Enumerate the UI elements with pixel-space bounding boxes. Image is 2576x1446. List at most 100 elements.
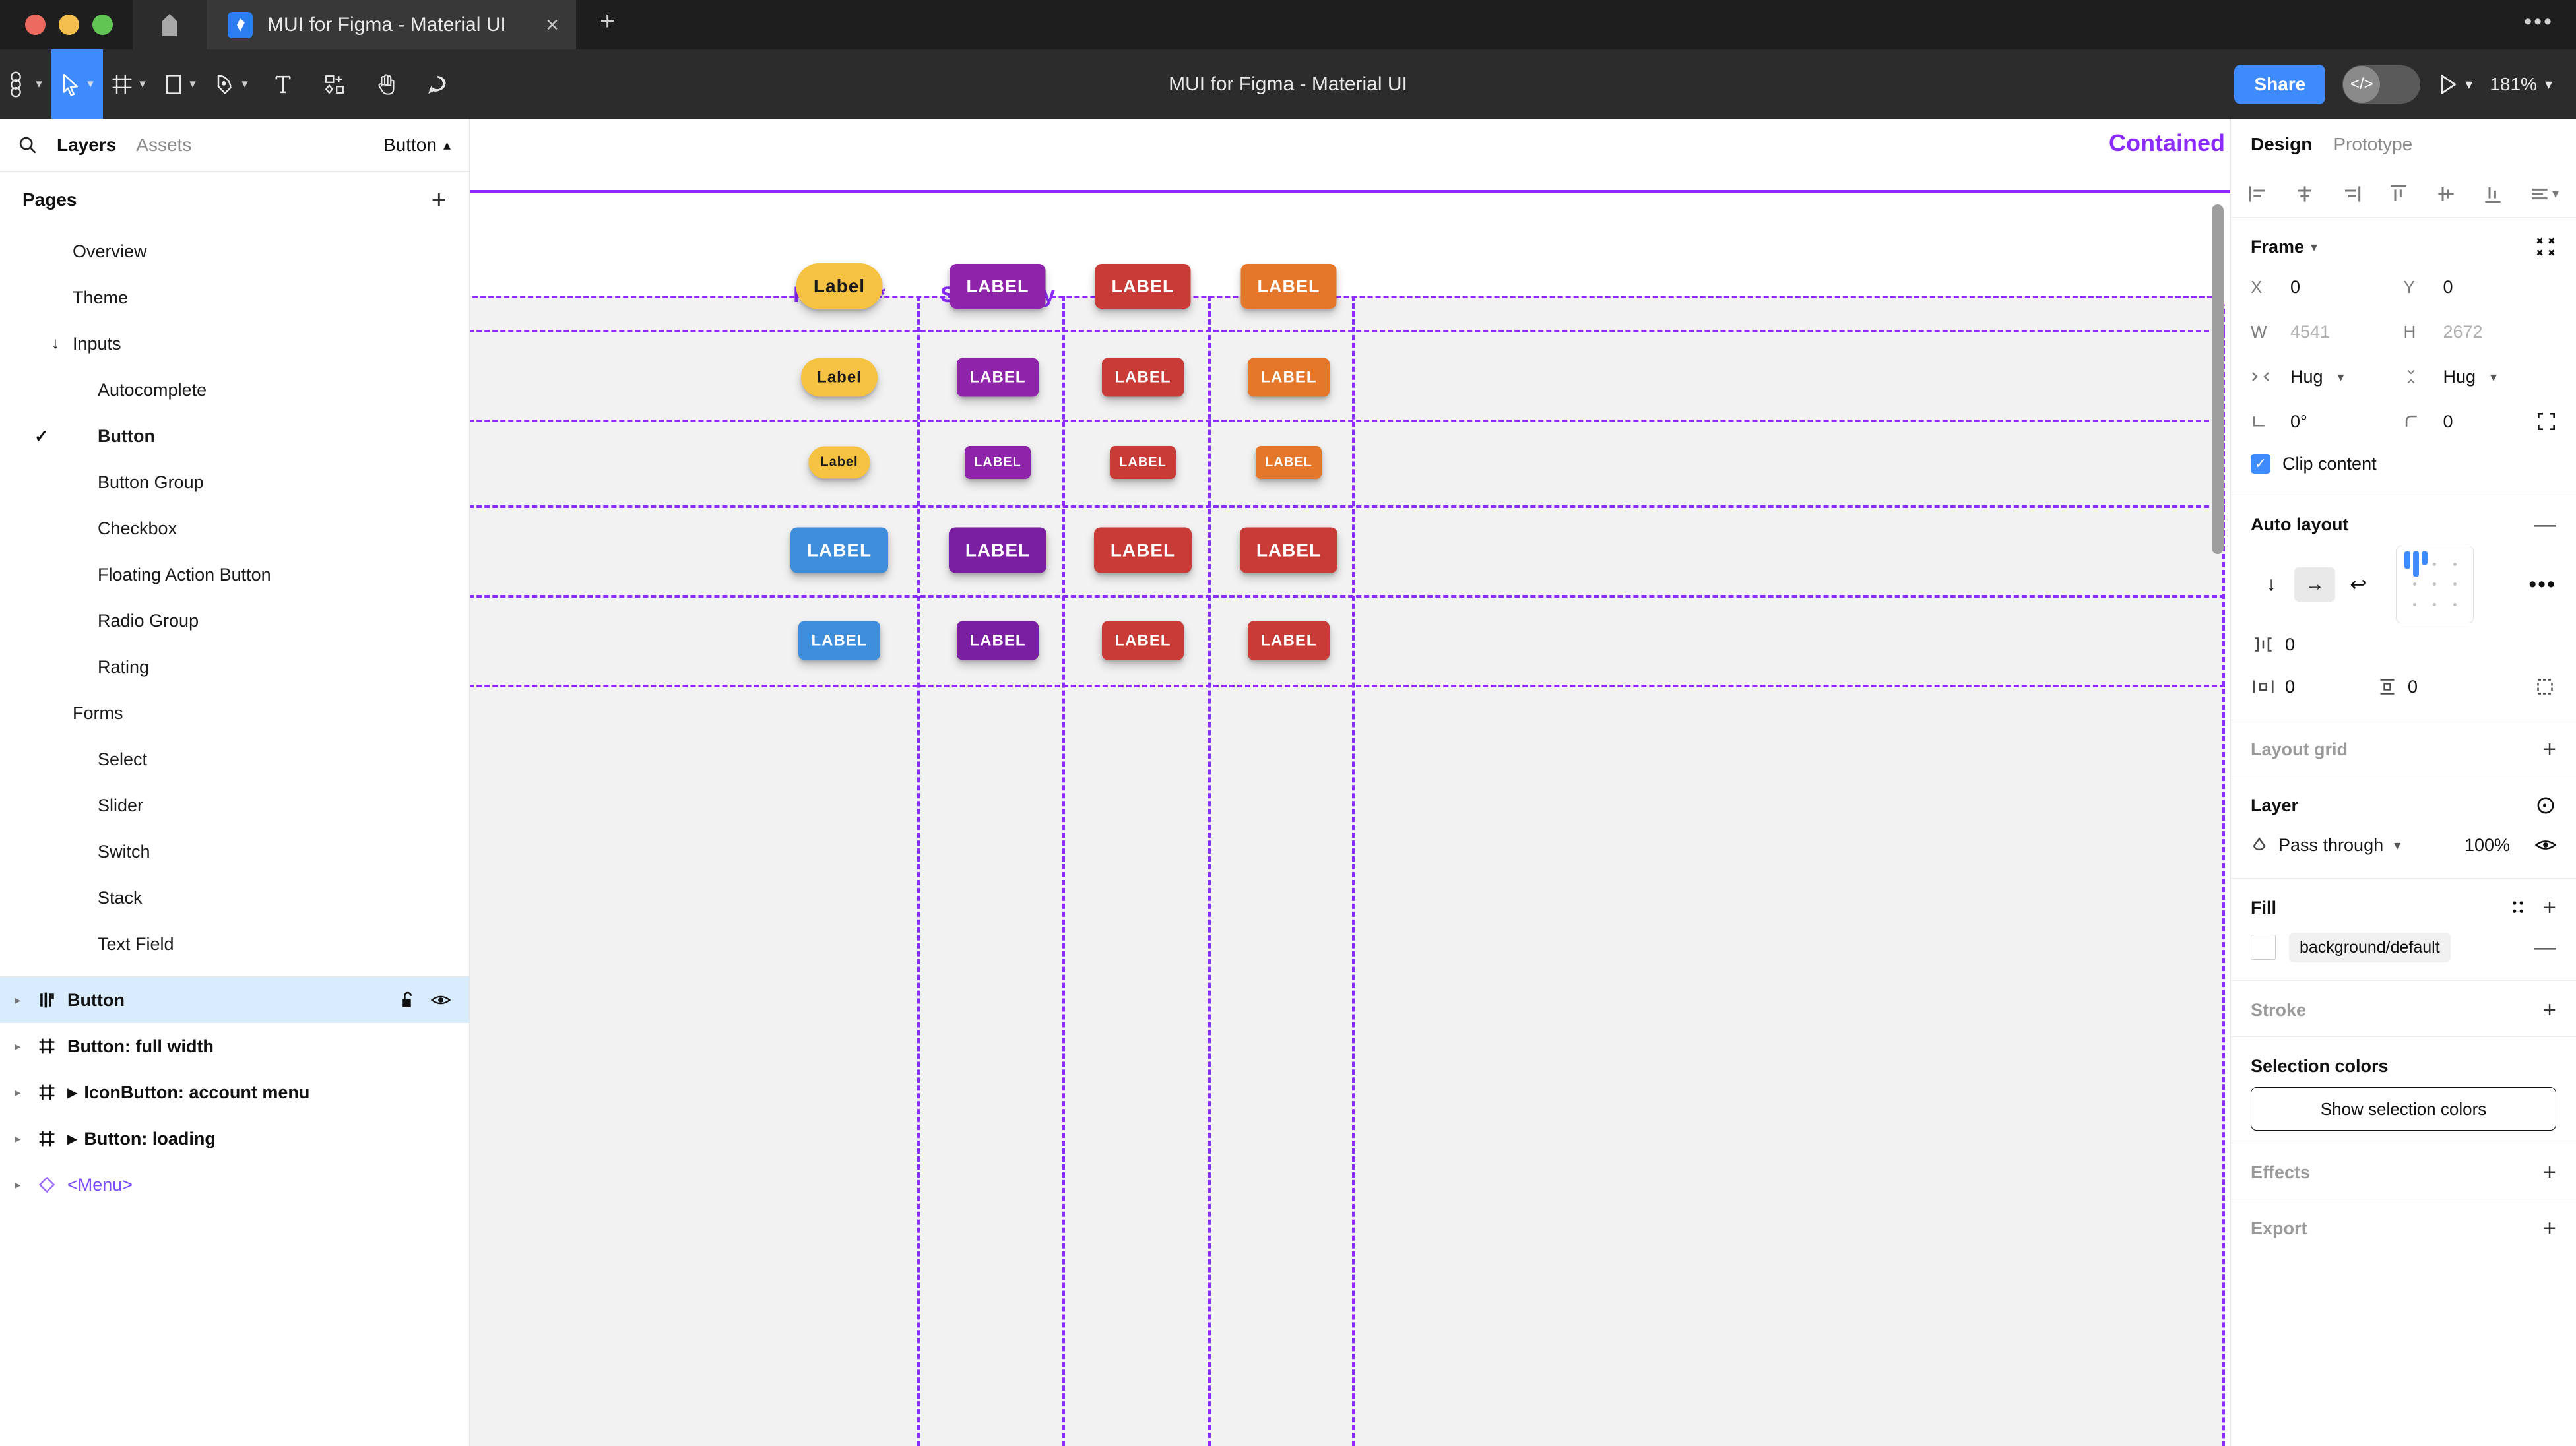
fill-styles-icon[interactable] [2509,898,2527,917]
canvas[interactable]: Contained Primary*SecondaryErrorWarningL… [470,119,2230,1446]
figma-home-button[interactable] [133,0,207,49]
browser-overflow-menu[interactable]: ••• [2524,9,2554,34]
zoom-control[interactable]: 181% ▾ [2490,74,2552,95]
material-button[interactable]: LABEL [1256,446,1322,479]
show-selection-colors-button[interactable]: Show selection colors [2251,1087,2556,1131]
y-field[interactable]: Y 0 [2404,267,2557,307]
share-button[interactable]: Share [2234,64,2326,104]
present-button[interactable]: ▾ [2437,73,2472,96]
shape-tool-icon[interactable]: ▾ [154,49,206,119]
material-button[interactable]: LABEL [957,621,1039,660]
page-item-checkbox[interactable]: Checkbox [0,505,469,551]
material-button[interactable]: Label [808,446,870,479]
material-button[interactable]: LABEL [798,621,880,660]
horizontal-padding-field[interactable]: 0 [2251,677,2376,697]
page-item-switch[interactable]: Switch [0,829,469,875]
text-tool-icon[interactable] [257,49,309,119]
vertical-padding-field[interactable]: 0 [2376,677,2488,697]
search-icon[interactable] [18,136,37,154]
add-layout-grid-button[interactable]: + [2543,737,2556,762]
remove-fill-button[interactable]: — [2534,934,2556,960]
auto-layout-gap-field[interactable]: 0 [2251,635,2295,655]
material-button[interactable]: LABEL [1095,264,1191,309]
new-tab-button[interactable]: + [600,7,616,36]
dev-mode-toggle[interactable]: </> [2342,65,2421,104]
layer-row[interactable]: ▸▶IconButton: account menu [0,1069,469,1116]
frame-tool-icon[interactable]: ▾ [103,49,154,119]
page-item-select[interactable]: Select [0,736,469,782]
page-item-radio-group[interactable]: Radio Group [0,598,469,644]
opacity-value[interactable]: 100% [2464,834,2510,855]
hand-tool-icon[interactable] [360,49,412,119]
fill-style-name[interactable]: background/default [2289,932,2451,962]
layer-settings-icon[interactable] [2535,796,2556,815]
auto-layout-horizontal-button[interactable]: → [2294,567,2335,602]
align-vertical-center-icon[interactable] [2436,184,2456,204]
page-selector[interactable]: Button ▴ [383,135,451,156]
tab-design[interactable]: Design [2251,134,2313,154]
width-field[interactable]: W 4541 [2251,311,2404,352]
material-button[interactable]: LABEL [949,527,1046,573]
maximize-window-button[interactable] [92,15,113,35]
material-button[interactable]: Label [801,358,878,397]
material-button[interactable]: LABEL [957,358,1039,397]
material-button[interactable]: LABEL [965,446,1031,479]
canvas-vertical-scrollbar[interactable] [2212,204,2224,554]
layer-row[interactable]: ▸▶Button: loading [0,1116,469,1162]
align-right-icon[interactable] [2342,184,2362,204]
page-item-button[interactable]: ✓Button [0,413,469,459]
expand-caret-icon[interactable]: ▸ [15,1178,21,1191]
add-stroke-button[interactable]: + [2543,997,2556,1022]
page-item-autocomplete[interactable]: Autocomplete [0,367,469,413]
collapsed-triangle-icon[interactable]: ▶ [67,1085,78,1100]
close-tab-button[interactable]: × [546,12,559,38]
align-left-icon[interactable] [2248,184,2268,204]
corner-radius-field[interactable]: 0 [2404,401,2557,442]
expand-caret-icon[interactable]: ▸ [15,1085,21,1099]
move-tool-icon[interactable]: ▾ [51,49,103,119]
material-button[interactable]: LABEL [1102,621,1184,660]
expand-caret-icon[interactable]: ▸ [15,1131,21,1145]
x-field[interactable]: X 0 [2251,267,2404,307]
add-fill-button[interactable]: + [2543,895,2556,920]
collapse-frame-icon[interactable] [2535,236,2556,257]
page-item-button-group[interactable]: Button Group [0,459,469,505]
page-item-forms[interactable]: Forms [0,690,469,736]
page-item-slider[interactable]: Slider [0,782,469,829]
material-button[interactable]: LABEL [1240,527,1337,573]
tab-prototype[interactable]: Prototype [2333,134,2413,154]
page-item-text-field[interactable]: Text Field [0,921,469,967]
tab-layers[interactable]: Layers [57,134,117,155]
close-window-button[interactable] [25,15,46,35]
page-item-theme[interactable]: Theme [0,274,469,321]
page-item-floating-action-button[interactable]: Floating Action Button [0,551,469,598]
add-effect-button[interactable]: + [2543,1160,2556,1185]
pen-tool-icon[interactable]: ▾ [206,49,257,119]
auto-layout-vertical-button[interactable]: ↓ [2266,573,2276,595]
material-button[interactable]: LABEL [1248,358,1330,397]
material-button[interactable]: LABEL [950,264,1046,309]
minimize-window-button[interactable] [59,15,79,35]
collapsed-triangle-icon[interactable]: ▶ [67,1131,78,1147]
align-horizontal-center-icon[interactable] [2295,184,2315,204]
page-item-stack[interactable]: Stack [0,875,469,921]
material-button[interactable]: LABEL [1102,358,1184,397]
add-page-button[interactable]: + [431,185,447,214]
clip-content-checkbox[interactable]: ✓ [2251,454,2270,474]
material-button[interactable]: LABEL [1240,264,1337,309]
blend-mode-value[interactable]: Pass through [2278,834,2384,855]
page-item-overview[interactable]: Overview [0,228,469,274]
align-top-icon[interactable] [2389,184,2408,204]
material-button[interactable]: LABEL [1094,527,1192,573]
material-button[interactable]: LABEL [1110,446,1176,479]
align-bottom-icon[interactable] [2483,184,2503,204]
figma-menu-icon[interactable]: ▾ [0,49,51,119]
horizontal-resize-field[interactable]: Hug ▾ [2251,356,2404,397]
visibility-eye-icon[interactable] [2535,837,2556,853]
add-export-button[interactable]: + [2543,1216,2556,1241]
eye-icon[interactable] [431,993,451,1007]
auto-layout-wrap-button[interactable]: ↩ [2350,573,2367,596]
expand-caret-icon[interactable]: ▸ [15,1039,21,1053]
material-button[interactable]: LABEL [790,527,888,573]
layer-row[interactable]: ▸Button [0,977,469,1023]
